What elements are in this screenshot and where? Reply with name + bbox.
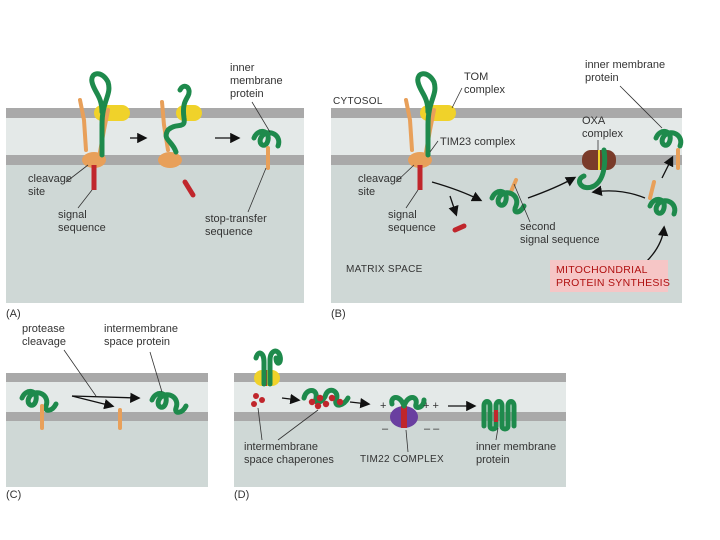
panel-a-inner-membrane <box>6 155 304 165</box>
panel-d-entering-protein <box>251 348 283 407</box>
label-matrix-space: MATRIX SPACE <box>346 264 423 275</box>
panel-a-protein-3 <box>251 129 282 170</box>
panel-a-outer-membrane <box>6 108 304 118</box>
cleaved-signal-icon <box>452 223 467 233</box>
cleaved-signal-icon <box>182 179 196 198</box>
panel-a-protein-2 <box>158 83 202 198</box>
panel-a-protein-1 <box>78 71 130 190</box>
panel-c-inner-membrane <box>6 412 208 421</box>
panel-a-matrix <box>6 165 304 303</box>
panel-b-translocating-protein <box>404 71 456 190</box>
label-tim22-complex: TIM22 COMPLEX <box>360 454 444 465</box>
panel-c-label: (C) <box>6 489 21 501</box>
panel-b-inner-membrane <box>331 155 682 165</box>
tim23-complex-icon <box>158 152 182 168</box>
charge-minus-minus: – – <box>424 423 440 435</box>
tim22-complex: + + + – – – <box>380 395 440 435</box>
panel-b-synthesized-protein <box>647 180 678 217</box>
panel-b: CYTOSOL <box>331 59 684 320</box>
panel-d-chaperone-complex <box>301 387 351 410</box>
panel-b-inner-membrane-protein <box>653 129 684 170</box>
panel-b-label: (B) <box>331 308 346 320</box>
mito-synthesis-box <box>550 260 668 292</box>
label-tim23-complex: TIM23 complex <box>440 136 516 148</box>
panel-d-outer-membrane <box>234 373 566 382</box>
panel-d-label: (D) <box>234 489 249 501</box>
charge-plus: + <box>380 400 386 412</box>
charge-minus: – <box>382 423 389 435</box>
tom-complex-icon <box>176 105 202 121</box>
charge-plus-plus: + + <box>423 400 439 412</box>
panel-c-anchored-protein <box>19 389 59 430</box>
panel-c-released-protein <box>149 391 189 415</box>
panel-d-multipass-protein <box>481 399 517 432</box>
panel-c-outer-membrane <box>6 373 208 382</box>
label-cytosol: CYTOSOL <box>333 96 383 107</box>
panel-a-label: (A) <box>6 308 21 320</box>
panel-c-matrix <box>6 421 208 487</box>
panel-d-matrix <box>234 421 566 487</box>
panel-b-outer-membrane <box>331 108 682 118</box>
panel-b-matrix-protein <box>489 178 527 215</box>
